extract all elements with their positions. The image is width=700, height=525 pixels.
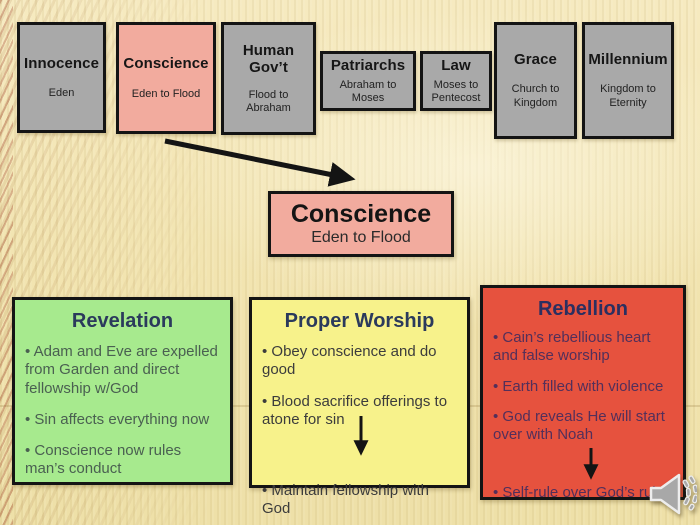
timeline-box-title: Human Gov’t	[242, 42, 295, 77]
bullet-item: • Blood sacrifice offerings to atone for…	[262, 392, 448, 428]
timeline-box-subtitle: Church to Kingdom	[511, 83, 560, 109]
timeline-box-subtitle: Eden	[48, 87, 75, 100]
timeline-box-subtitle: Moses to Pentecost	[431, 78, 481, 105]
focus-box-conscience: Conscience Eden to Flood	[268, 191, 454, 257]
timeline-box-title: Law	[441, 56, 471, 74]
timeline-box-title: Innocence	[23, 54, 100, 72]
timeline-box-title: Patriarchs	[330, 56, 406, 74]
timeline-box-subtitle: Abraham to Moses	[339, 78, 397, 105]
bullet-item: • Conscience now rules man’s conduct	[25, 442, 182, 478]
panel-title: Revelation	[71, 310, 174, 332]
bullet-item: • Adam and Eve are expelled from Garden …	[25, 343, 218, 397]
timeline-box-title: Conscience	[123, 55, 209, 73]
zoom-arrow	[164, 138, 356, 187]
bullet-item: • Sin affects everything now	[25, 410, 210, 428]
bullet-item: • Earth filled with violence	[493, 377, 664, 395]
panel-revelation: Revelation • Adam and Eve are expelled f…	[12, 297, 233, 485]
bullet-item: • Cain’s rebellious heart and false wors…	[493, 329, 651, 365]
timeline-box-subtitle: Kingdom to Eternity	[600, 83, 656, 109]
focus-box-subtitle: Eden to Flood	[311, 228, 411, 246]
bullet-item: • Maintain fellowship with God	[262, 482, 429, 518]
panel-title: Proper Worship	[284, 310, 435, 332]
panel-proper-worship: Proper Worship • Obey conscience and do …	[249, 297, 470, 517]
panel-title: Rebellion	[537, 298, 628, 320]
timeline-box-human-govt: Human Gov’t Flood to Abraham	[221, 22, 316, 135]
bullet-item: • God reveals He will start over with No…	[493, 407, 665, 444]
timeline-box-title: Millennium	[588, 51, 668, 69]
timeline-box-title: Grace	[513, 51, 558, 69]
timeline-box-grace: Grace Church to Kingdom	[494, 22, 577, 139]
timeline-box-subtitle: Flood to Abraham	[246, 88, 291, 114]
timeline-box-patriarchs: Patriarchs Abraham to Moses	[320, 51, 416, 111]
bullet-item: • Self-rule over God’s rule	[493, 484, 664, 502]
focus-box-title: Conscience	[290, 200, 432, 229]
timeline-box-innocence: Innocence Eden	[17, 22, 106, 133]
timeline-box-subtitle: Eden to Flood	[131, 87, 201, 100]
timeline-box-millennium: Millennium Kingdom to Eternity	[582, 22, 674, 139]
bullet-item: • Obey conscience and do good	[262, 343, 437, 379]
timeline-box-conscience: Conscience Eden to Flood	[116, 22, 216, 134]
speaker-icon[interactable]	[645, 467, 697, 519]
timeline-box-law: Law Moses to Pentecost	[420, 51, 492, 111]
panel-rebellion: Rebellion • Cain’s rebellious heart and …	[480, 285, 686, 502]
